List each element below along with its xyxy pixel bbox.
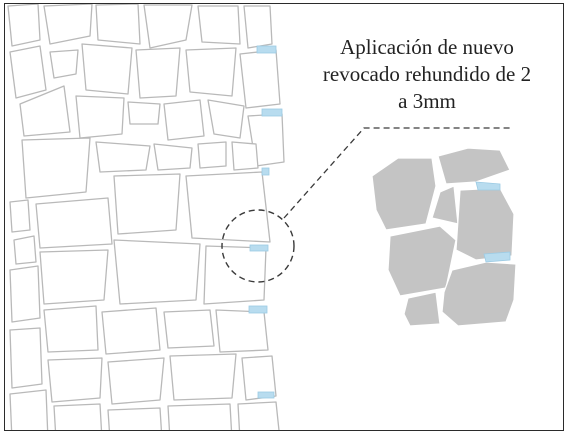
detail-stone <box>441 261 517 327</box>
wall-stone <box>47 357 103 403</box>
annotation-line-3: a 3mm <box>398 89 456 113</box>
wall-stone <box>113 239 201 305</box>
wall-stone <box>239 49 281 109</box>
blue-joint <box>261 167 270 176</box>
wall-stone <box>207 99 245 139</box>
detail-joints <box>475 181 511 263</box>
wall-stone <box>169 353 237 401</box>
wall-stone <box>231 141 259 171</box>
detail-stone <box>431 185 459 225</box>
wall-stone <box>13 235 37 265</box>
wall-stone <box>135 47 181 99</box>
magnification-circle <box>221 209 295 283</box>
wall-stone <box>53 403 103 430</box>
wall-stone <box>101 307 161 355</box>
blue-joint <box>248 305 268 314</box>
blue-joint <box>249 244 269 252</box>
detail-stones <box>371 147 517 327</box>
wall-stone <box>81 43 133 95</box>
wall-stone <box>35 197 113 249</box>
stone-wall <box>7 4 285 430</box>
wall-stone <box>43 305 99 353</box>
wall-stone <box>243 5 273 49</box>
wall-stone <box>215 309 269 353</box>
wall-stone <box>75 95 125 139</box>
wall-stone <box>153 143 193 171</box>
annotation-line-2: revocado rehundido de 2 <box>322 62 532 86</box>
wall-stone <box>197 5 241 45</box>
wall-stone <box>167 403 233 430</box>
wall-stone <box>107 357 165 405</box>
wall-stone <box>95 4 141 45</box>
wall-stone <box>19 85 71 137</box>
wall-stone <box>127 101 161 125</box>
detail-stone <box>371 157 437 231</box>
detail-stone <box>455 187 515 261</box>
detail-stone <box>437 147 511 185</box>
wall-stone <box>39 249 109 305</box>
leader-line <box>283 127 512 219</box>
wall-stone <box>9 265 41 323</box>
wall-stone <box>163 99 205 141</box>
wall-stone <box>9 327 43 389</box>
wall-stone <box>163 309 215 349</box>
wall-joints <box>248 45 283 399</box>
annotation-label: Aplicación de nuevo revocado rehundido d… <box>286 34 568 115</box>
detail-stone <box>403 291 441 327</box>
annotation-line-1: Aplicación de nuevo <box>340 35 514 59</box>
wall-stone <box>9 45 47 99</box>
wall-stone <box>185 171 271 243</box>
wall-stone <box>9 389 49 430</box>
detail-blue-joint <box>475 181 501 191</box>
wall-stone <box>95 141 151 173</box>
wall-stone <box>107 407 163 430</box>
wall-stone <box>113 173 181 235</box>
wall-stone <box>241 355 277 401</box>
wall-stone <box>203 245 267 305</box>
blue-joint <box>256 45 277 54</box>
detail-blue-joint <box>483 251 511 263</box>
wall-stone <box>9 199 31 233</box>
blue-joint <box>261 108 283 117</box>
wall-stone <box>7 4 41 47</box>
wall-stone <box>21 137 91 199</box>
wall-stone <box>49 49 79 79</box>
diagram-frame <box>4 3 564 431</box>
wall-stone <box>43 4 93 45</box>
wall-stone <box>185 47 237 97</box>
blue-joint <box>257 391 275 399</box>
wall-stone <box>197 141 227 169</box>
wall-stone <box>237 401 280 430</box>
wall-stone <box>143 4 193 49</box>
